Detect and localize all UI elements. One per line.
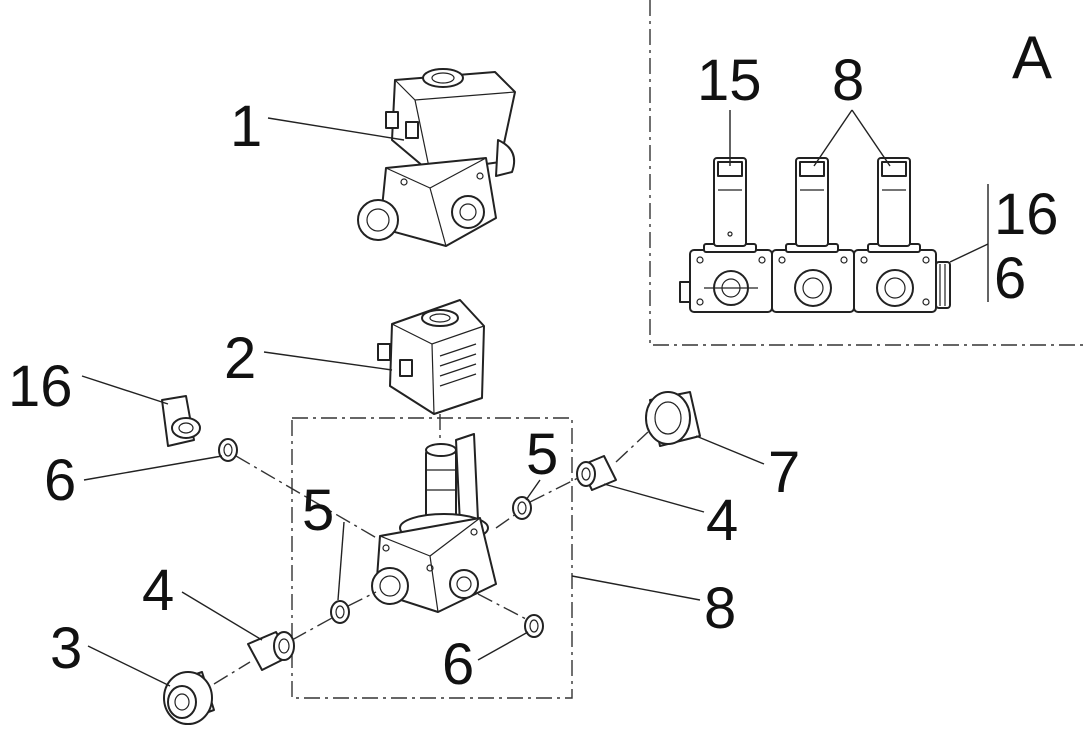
- callout-6-left: 6: [44, 448, 76, 513]
- callout-4-right: 4: [706, 488, 738, 553]
- inset-title: A: [1012, 24, 1052, 91]
- callout-6-right: 6: [442, 632, 474, 697]
- o-ring-left-bottom: [330, 600, 350, 624]
- inset-detail-a: A: [649, 0, 1086, 346]
- inset-manifold: [679, 249, 951, 313]
- callout-8: 8: [704, 576, 736, 641]
- valve-body-kit-box: [291, 417, 573, 699]
- callout-8-inset: 8: [832, 48, 864, 113]
- cap-16-left: [161, 395, 201, 447]
- callout-2: 2: [224, 326, 256, 391]
- nut-3: [163, 671, 215, 725]
- solenoid-coil: [377, 299, 485, 415]
- o-ring-right-bottom: [524, 614, 544, 638]
- callout-3: 3: [50, 616, 82, 681]
- callout-4-left: 4: [142, 558, 174, 623]
- fitting-4-left: [247, 631, 295, 671]
- callout-7: 7: [768, 440, 800, 505]
- callout-15: 15: [697, 48, 762, 113]
- valve-body: [371, 414, 497, 613]
- callout-5-right: 5: [526, 422, 558, 487]
- o-ring-right-top: [512, 496, 532, 520]
- callout-5-left: 5: [302, 478, 334, 543]
- callout-6-inset: 6: [994, 246, 1026, 311]
- nut-7: [645, 391, 701, 447]
- callout-16: 16: [8, 354, 73, 419]
- fitting-4-right: [576, 455, 617, 491]
- assembled-valve: [357, 68, 516, 247]
- callout-16-inset: 16: [994, 182, 1059, 247]
- o-ring-left-top: [218, 438, 238, 462]
- callout-1: 1: [230, 94, 262, 159]
- inset-valve-stems: [703, 157, 921, 253]
